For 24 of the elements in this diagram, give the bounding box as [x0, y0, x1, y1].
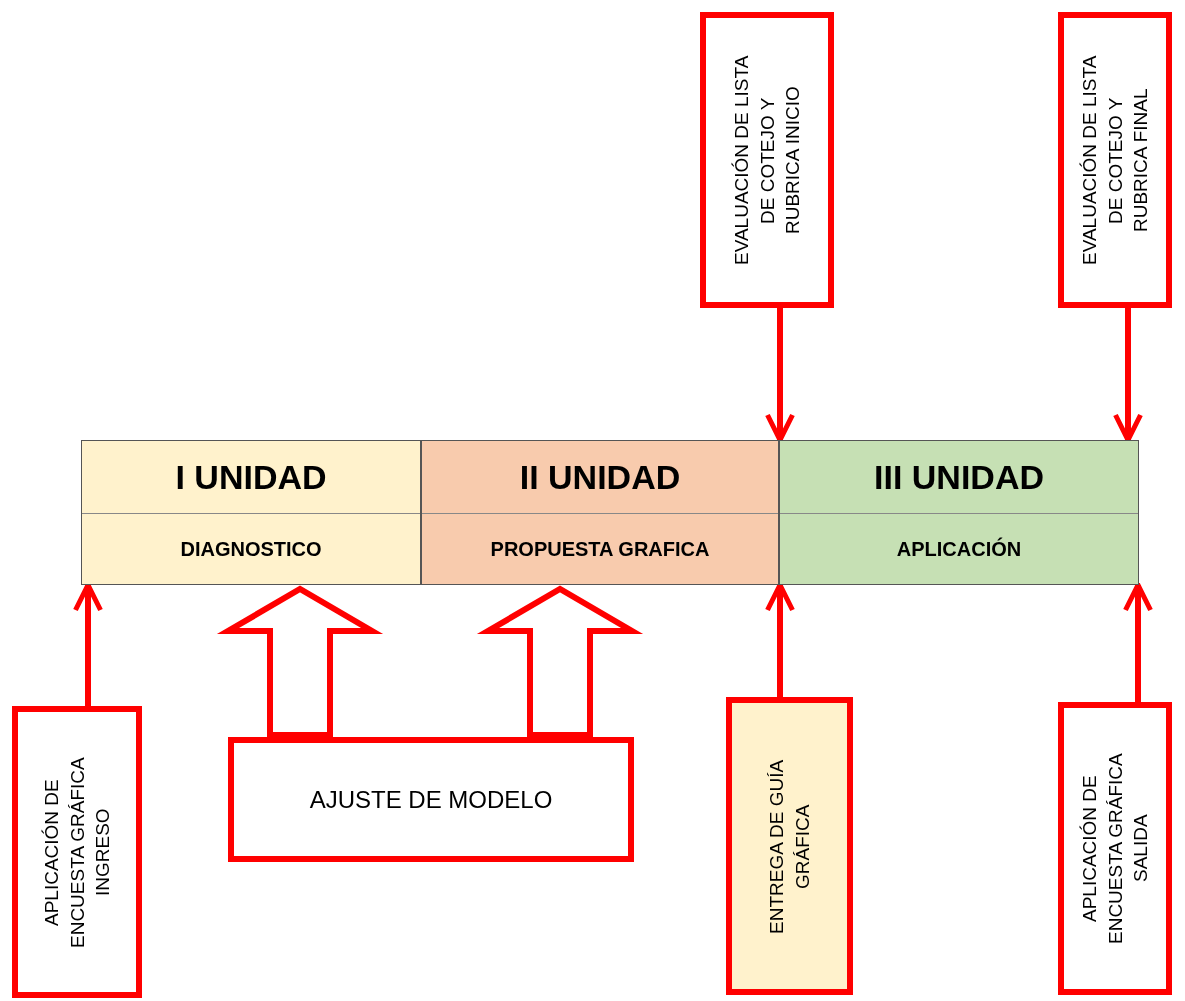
label-box: [726, 697, 853, 995]
label-box: [700, 12, 834, 308]
vertical-label: EVALUACIÓN DE LISTA DE COTEJO Y RUBRICA INICIO: [729, 54, 804, 267]
vertical-label: APLICACIÓN DE ENCUESTA GRÁFICA SALIDA: [1077, 752, 1152, 946]
unit-cell: [81, 440, 421, 585]
unit-cell: [779, 440, 1139, 585]
unit-cell: [421, 440, 779, 585]
unit-subtitle: DIAGNOSTICO: [180, 537, 322, 561]
arrow: [1123, 582, 1153, 702]
vertical-label: APLICACIÓN DE ENCUESTA GRÁFICA INGRESO: [39, 755, 114, 950]
box-label: AJUSTE DE MODELO: [309, 785, 553, 814]
vertical-label: ENTREGA DE GUÍA GRÁFICA: [764, 757, 814, 936]
block-arrow: [476, 585, 644, 738]
vertical-label: EVALUACIÓN DE LISTA DE COTEJO Y RUBRICA FINAL: [1077, 54, 1152, 267]
label-box: [12, 706, 142, 998]
unit-heading: III UNIDAD: [874, 457, 1044, 497]
unit-subtitle: PROPUESTA GRAFICA: [490, 537, 710, 561]
block-arrow: [216, 585, 384, 738]
label-box: [1058, 702, 1172, 995]
process-box: [228, 737, 634, 862]
label-box: [1058, 12, 1172, 308]
unit-heading: I UNIDAD: [175, 457, 327, 497]
unit-heading: II UNIDAD: [519, 457, 681, 497]
unit-subtitle: APLICACIÓN: [896, 537, 1022, 561]
